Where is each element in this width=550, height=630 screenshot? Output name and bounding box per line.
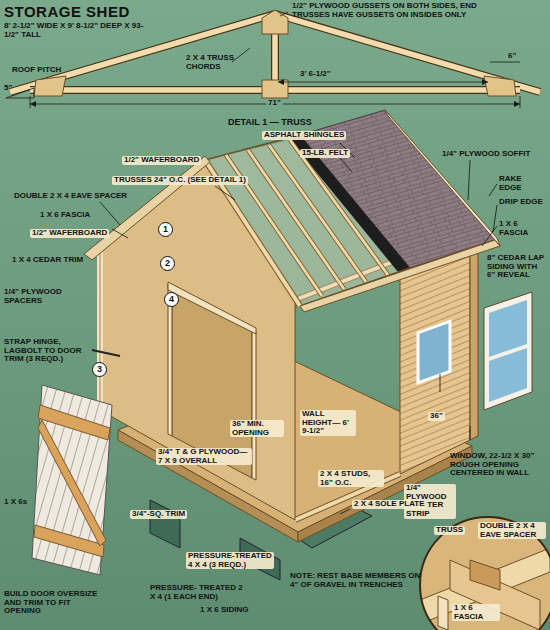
part-label: BUILD DOOR OVERSIZE AND TRIM TO FIT OPEN… (4, 590, 100, 616)
part-label: 8" CEDAR LAP SIDING WITH 6" REVEAL (487, 254, 547, 280)
part-label: DOUBLE 2 X 4 EAVE SPACER (478, 522, 546, 539)
dimension: 3' 6-1/2" (300, 70, 331, 79)
title: STORAGE SHED (4, 3, 130, 20)
part-label: 1 X 6 FASCIA (452, 604, 500, 621)
part-label: 1/4" PLYWOOD SPACERS (4, 288, 66, 305)
gusset-note: 1/2" PLYWOOD GUSSETS ON BOTH SIDES, END … (292, 2, 497, 19)
part-label: TRUSS (434, 526, 465, 535)
window (484, 292, 532, 410)
part-label: STRAP HINGE, LAGBOLT TO DOOR TRIM (3 REQ… (4, 338, 88, 364)
part-label: DRIP EDGE (499, 198, 544, 207)
dimension: 6" (508, 52, 516, 61)
part-label: 1/2" WAFERBOARD (30, 229, 109, 238)
part-label: 3/4" T & G PLYWOOD— 7 X 9 OVERALL (156, 448, 252, 465)
part-label: 1/2" WAFERBOARD (122, 156, 201, 165)
part-label: 2 X 4 SOLE PLATE (352, 500, 427, 509)
part-label: 1 X 6 SIDING (200, 606, 256, 615)
part-label: 2 X 4 TRUSS CHORDS (186, 54, 238, 71)
part-label: 1 X 6s (4, 498, 27, 507)
part-label: 1 X 6 FASCIA (40, 211, 90, 220)
part-label: RAKE EDGE (499, 175, 544, 192)
part-label: 1/4" PLYWOOD SOFFIT (442, 150, 530, 159)
part-label: WINDOW, 22-1/2 X 30" ROUGH OPENING CENTE… (450, 452, 546, 478)
callout-number: 4 (164, 292, 179, 307)
part-label: 36" (428, 412, 445, 421)
part-label: DOUBLE 2 X 4 EAVE SPACER (14, 192, 127, 201)
callout-number: 3 (92, 362, 107, 377)
part-label: ASPHALT SHINGLES (262, 131, 346, 140)
eave-detail (410, 510, 550, 630)
part-label: 3/4"-SQ. TRIM (130, 510, 187, 519)
callout-number: 1 (158, 222, 173, 237)
part-label: WALL HEIGHT— 6' 9-1/2" (300, 410, 356, 436)
door (32, 350, 120, 575)
part-label: NOTE: REST BASE MEMBERS ON 4" OF GRAVEL … (290, 572, 430, 589)
part-label: TRUSSES 24" O.C. (SEE DETAIL 1) (112, 176, 248, 185)
part-label: 1 X 4 CEDAR TRIM (12, 256, 83, 265)
part-label: 2 X 4 STUDS, 16" O.C. (318, 470, 384, 487)
leader-lines (100, 143, 497, 514)
pitch-label: ROOF PITCH (12, 66, 61, 75)
dimension: 71" (266, 99, 283, 108)
part-label: 1 X 6 FASCIA (499, 220, 544, 237)
part-label: PRESSURE-TREATED 4 X 4 (3 REQD.) (186, 552, 274, 569)
callout-number: 2 (160, 256, 175, 271)
part-label: 15-LB. FELT (300, 149, 350, 158)
part-label: 36" MIN. OPENING (230, 420, 284, 437)
detail-title: DETAIL 1 — TRUSS (228, 118, 312, 128)
roof (84, 110, 500, 312)
part-label: PRESSURE- TREATED 2 X 4 (1 EACH END) (150, 584, 248, 601)
dimension: 5" (4, 84, 12, 93)
dimension-note: 8' 2-1/2" WIDE X 9' 8-1/2" DEEP X 93-1/2… (4, 22, 144, 39)
